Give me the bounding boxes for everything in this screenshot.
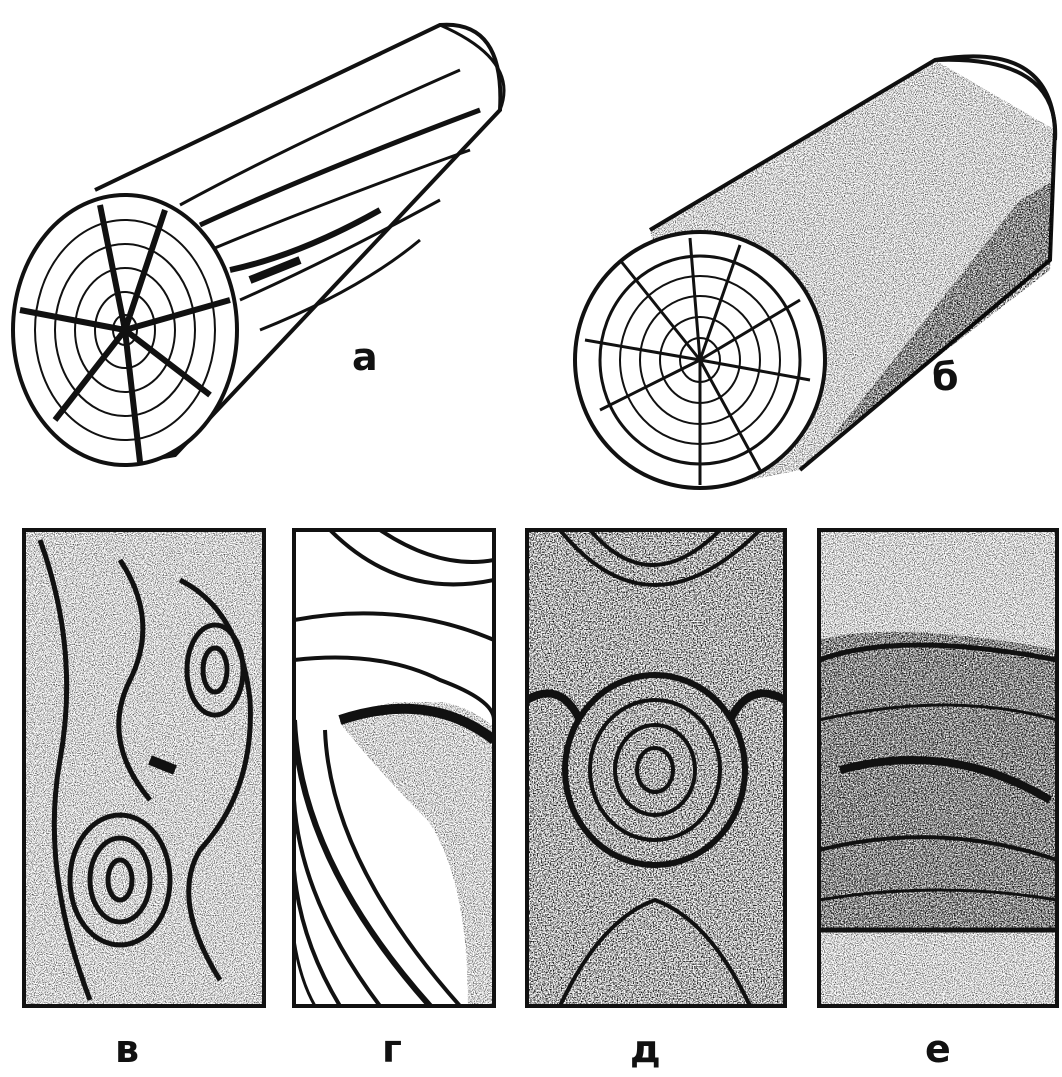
log-a-illustration — [13, 25, 504, 465]
log-b-illustration — [575, 56, 1055, 490]
label-d: д — [630, 1027, 661, 1071]
label-a: а — [352, 335, 378, 379]
panel-e-illustration — [819, 530, 1057, 1006]
panel-v-illustration — [24, 530, 264, 1006]
panel-g-illustration — [294, 530, 494, 1006]
label-e: е — [925, 1027, 951, 1071]
label-g: г — [382, 1027, 402, 1071]
label-v: в — [115, 1027, 139, 1071]
label-b: б — [932, 355, 959, 399]
panel-d-illustration — [527, 530, 785, 1006]
